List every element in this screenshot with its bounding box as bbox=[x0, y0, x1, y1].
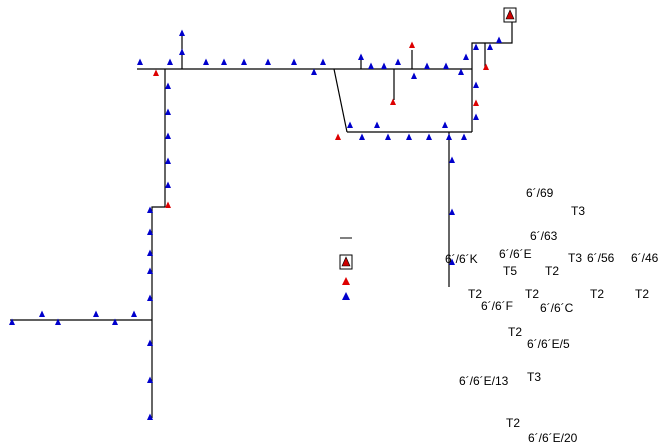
blue-triangle-icon[interactable] bbox=[381, 62, 387, 70]
blue-triangle-icon[interactable] bbox=[411, 72, 417, 80]
blue-triangle-icon[interactable] bbox=[443, 62, 449, 70]
blue-triangle-icon[interactable] bbox=[167, 58, 173, 66]
blue-triangle-icon[interactable] bbox=[320, 58, 326, 66]
red-triangle-icon[interactable] bbox=[165, 201, 171, 209]
label-t2: T2 bbox=[506, 416, 520, 430]
blue-triangle-icon[interactable] bbox=[368, 62, 374, 70]
node-labels: 6´/69 T3 6´/63 6´/6´E 6´/6´K T5 T2 T3 6´… bbox=[445, 186, 659, 445]
blue-triangle-icon[interactable] bbox=[241, 58, 247, 66]
label-t3: T3 bbox=[568, 251, 582, 265]
blue-triangle-icon[interactable] bbox=[39, 310, 45, 318]
blue-triangle-icon[interactable] bbox=[426, 133, 432, 141]
label-t2: T2 bbox=[468, 287, 482, 301]
blue-triangle-icon[interactable] bbox=[179, 48, 185, 56]
feeder-line-segment bbox=[485, 22, 513, 44]
blue-triangle-icon[interactable] bbox=[112, 318, 118, 326]
label-6-6f: 6´/6´F bbox=[481, 299, 513, 313]
blue-triangle-icon[interactable] bbox=[449, 156, 455, 164]
label-6-56: 6´/56 bbox=[587, 251, 615, 265]
label-6-63: 6´/63 bbox=[530, 229, 558, 243]
red-triangle-icon[interactable] bbox=[390, 98, 396, 106]
blue-triangle-icon[interactable] bbox=[147, 206, 153, 214]
blue-triangle-icon[interactable] bbox=[473, 113, 479, 121]
label-t3: T3 bbox=[571, 204, 585, 218]
legend-blue-triangle-icon bbox=[342, 292, 350, 300]
blue-triangle-icon[interactable] bbox=[395, 58, 401, 66]
blue-triangle-icon[interactable] bbox=[221, 58, 227, 66]
blue-triangle-icon[interactable] bbox=[347, 121, 353, 129]
red-triangle-icon[interactable] bbox=[473, 99, 479, 107]
blue-triangle-icon[interactable] bbox=[137, 58, 143, 66]
label-t5: T5 bbox=[503, 264, 517, 278]
blue-triangle-icon[interactable] bbox=[147, 294, 153, 302]
legend-source-icon bbox=[339, 254, 353, 270]
blue-triangle-icon[interactable] bbox=[93, 310, 99, 318]
label-t2: T2 bbox=[590, 287, 604, 301]
red-triangle-icon[interactable] bbox=[153, 69, 159, 77]
blue-triangle-icon[interactable] bbox=[358, 53, 364, 61]
blue-triangle-icon[interactable] bbox=[385, 133, 391, 141]
blue-triangle-icon[interactable] bbox=[463, 53, 469, 61]
legend-red-triangle-icon bbox=[342, 277, 350, 285]
blue-triangle-icon[interactable] bbox=[165, 181, 171, 189]
red-triangle-icon[interactable] bbox=[483, 63, 489, 71]
blue-triangle-icon[interactable] bbox=[147, 228, 153, 236]
blue-triangle-icon[interactable] bbox=[203, 58, 209, 66]
blue-triangle-icon[interactable] bbox=[406, 133, 412, 141]
blue-triangle-icon[interactable] bbox=[449, 258, 455, 266]
blue-triangle-icon[interactable] bbox=[265, 58, 271, 66]
feeder-line-segment bbox=[333, 68, 348, 133]
source-transformer-icon[interactable] bbox=[503, 7, 517, 23]
blue-triangle-icon[interactable] bbox=[179, 29, 185, 37]
label-t3: T3 bbox=[527, 370, 541, 384]
blue-triangle-icon[interactable] bbox=[374, 121, 380, 129]
blue-triangle-icon[interactable] bbox=[311, 68, 317, 76]
blue-triangle-icon[interactable] bbox=[449, 208, 455, 216]
blue-triangle-icon[interactable] bbox=[165, 132, 171, 140]
label-6-6e-20: 6´/6´E/20 bbox=[528, 431, 578, 445]
blue-triangle-icon[interactable] bbox=[147, 249, 153, 257]
label-6-69: 6´/69 bbox=[526, 186, 554, 200]
blue-triangle-icon[interactable] bbox=[165, 108, 171, 116]
red-triangle-icon[interactable] bbox=[335, 133, 341, 141]
blue-triangle-icon[interactable] bbox=[147, 339, 153, 347]
blue-triangle-icon[interactable] bbox=[147, 376, 153, 384]
blue-triangle-icon[interactable] bbox=[291, 58, 297, 66]
label-6-6e-13: 6´/6´E/13 bbox=[459, 374, 509, 388]
label-t2: T2 bbox=[635, 287, 649, 301]
feeder-line-segment bbox=[151, 206, 165, 418]
blue-triangle-icon[interactable] bbox=[147, 413, 153, 421]
label-6-46: 6´/46 bbox=[631, 251, 659, 265]
blue-triangle-icon[interactable] bbox=[424, 62, 430, 70]
blue-triangle-icon[interactable] bbox=[487, 43, 493, 51]
feeder-lines bbox=[10, 22, 513, 418]
blue-triangle-icon[interactable] bbox=[55, 318, 61, 326]
feeder-markers bbox=[9, 29, 502, 421]
blue-triangle-icon[interactable] bbox=[165, 157, 171, 165]
blue-triangle-icon[interactable] bbox=[473, 43, 479, 51]
blue-triangle-icon[interactable] bbox=[147, 267, 153, 275]
blue-triangle-icon[interactable] bbox=[496, 36, 502, 44]
blue-triangle-icon[interactable] bbox=[359, 133, 365, 141]
label-6-6e-5: 6´/6´E/5 bbox=[527, 337, 570, 351]
blue-triangle-icon[interactable] bbox=[446, 133, 452, 141]
blue-triangle-icon[interactable] bbox=[461, 133, 467, 141]
legend bbox=[339, 237, 353, 300]
blue-triangle-icon[interactable] bbox=[473, 81, 479, 89]
label-6-6c: 6´/6´C bbox=[540, 301, 574, 315]
label-6-6k: 6´/6´K bbox=[445, 252, 478, 266]
label-t2: T2 bbox=[545, 264, 559, 278]
label-6-6e: 6´/6´E bbox=[499, 247, 532, 261]
blue-triangle-icon[interactable] bbox=[131, 310, 137, 318]
blue-triangle-icon[interactable] bbox=[9, 318, 15, 326]
label-t2: T2 bbox=[508, 325, 522, 339]
blue-triangle-icon[interactable] bbox=[165, 82, 171, 90]
feeder-line-segment bbox=[471, 42, 485, 69]
blue-triangle-icon[interactable] bbox=[458, 68, 464, 76]
red-triangle-icon[interactable] bbox=[409, 41, 415, 49]
blue-triangle-icon[interactable] bbox=[442, 121, 448, 129]
label-t2: T2 bbox=[525, 287, 539, 301]
